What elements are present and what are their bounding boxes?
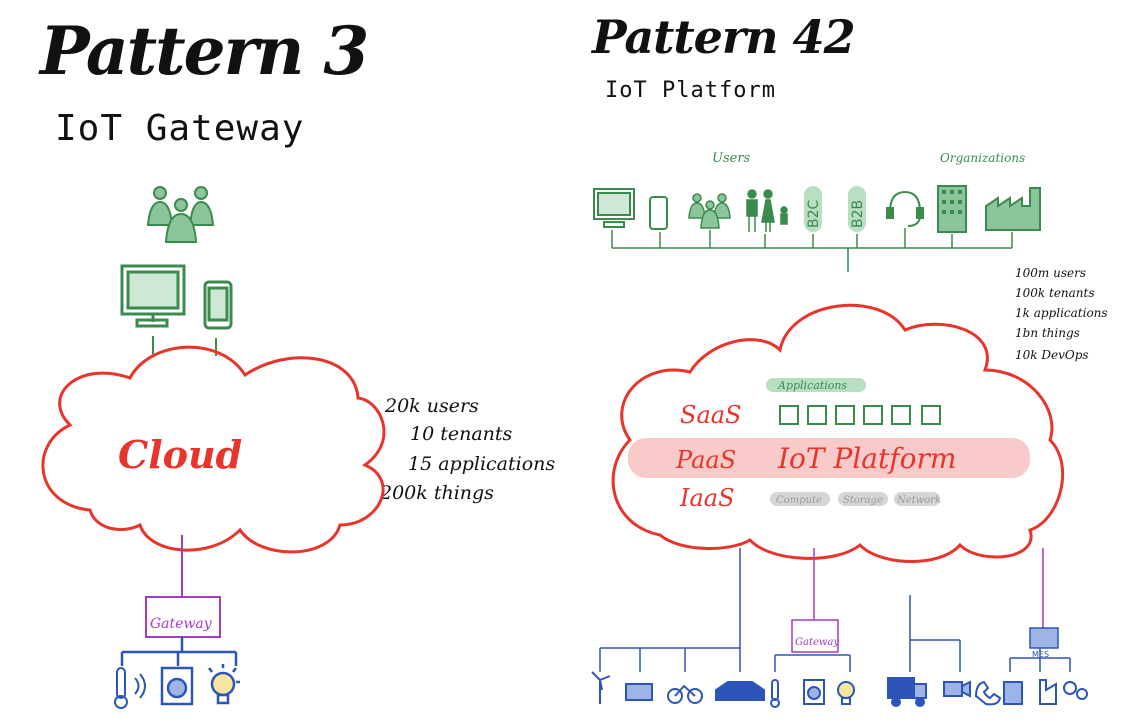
bottom-connections xyxy=(599,548,1071,672)
mes-label: MES xyxy=(1032,650,1049,659)
iaas-network: Network xyxy=(896,495,941,506)
family-icon xyxy=(746,189,788,232)
right-users-group-icon xyxy=(688,193,731,229)
b2b-label: B2B xyxy=(850,200,866,228)
iaas-storage: Storage xyxy=(843,495,883,506)
phone-icon xyxy=(203,280,233,330)
telephone-icon xyxy=(974,680,1002,706)
stat-applications: 1k applications xyxy=(1015,306,1108,320)
car-icon xyxy=(715,681,765,701)
headset-icon xyxy=(886,190,924,227)
right-monitor-icon xyxy=(593,188,635,228)
wind-turbine-icon xyxy=(591,671,611,704)
b2b-label-group: B2B xyxy=(848,186,866,232)
stat-things: 1bn things xyxy=(1015,326,1080,340)
app-box xyxy=(891,405,911,425)
right-cloud xyxy=(611,303,1065,563)
application-boxes xyxy=(779,405,941,425)
applications-label: Applications xyxy=(777,379,847,392)
iaas-compute: Compute xyxy=(776,495,822,506)
gateway-label: Gateway xyxy=(150,616,213,632)
solar-panel-icon xyxy=(625,683,653,701)
users-bus xyxy=(611,228,1013,272)
iaas-items: Compute Storage Network xyxy=(770,492,941,506)
iot-platform-label: IoT Platform xyxy=(777,442,956,475)
stat-tenants: 10 tenants xyxy=(410,423,513,445)
pos-terminal-icon xyxy=(1003,681,1023,705)
stat-things: 200k things xyxy=(380,482,494,504)
users-group-icon xyxy=(146,186,215,243)
right-gateway-box xyxy=(791,619,839,653)
right-washer-icon xyxy=(803,679,825,705)
right-subtitle: IoT Platform xyxy=(605,78,776,103)
building-icon xyxy=(937,185,967,233)
b2c-label: B2C xyxy=(806,199,822,228)
thermometer-icon xyxy=(114,667,146,709)
camera-icon xyxy=(943,680,971,698)
app-box xyxy=(835,405,855,425)
washer-icon xyxy=(160,666,194,706)
app-box xyxy=(807,405,827,425)
organizations-label: Organizations xyxy=(940,151,1025,165)
gears-icon xyxy=(1063,681,1088,700)
cloud-label: Cloud xyxy=(118,432,242,477)
stat-applications: 15 applications xyxy=(408,453,556,475)
lightbulb-icon xyxy=(208,664,240,705)
stat-devops: 10k DevOps xyxy=(1015,348,1089,362)
paas-label: PaaS xyxy=(675,446,736,474)
monitor-icon xyxy=(120,264,186,328)
left-cloud xyxy=(41,345,386,554)
device-tree xyxy=(120,637,238,666)
iaas-label: IaaS xyxy=(679,484,735,512)
right-gateway-label: Gateway xyxy=(795,637,839,648)
left-subtitle: IoT Gateway xyxy=(55,108,305,149)
left-title: Pattern 3 xyxy=(40,12,369,90)
stat-users: 100m users xyxy=(1015,266,1086,280)
paas-highlight xyxy=(628,438,1030,478)
app-box xyxy=(863,405,883,425)
stat-tenants: 100k tenants xyxy=(1015,286,1095,300)
gateway-connections xyxy=(813,548,1044,628)
bicycle-icon xyxy=(667,684,703,704)
saas-label: SaaS xyxy=(680,401,742,429)
right-thermometer-icon xyxy=(770,679,780,708)
stat-users: 20k users xyxy=(385,395,479,417)
truck-icon xyxy=(887,677,927,707)
industrial-plant-icon xyxy=(1039,679,1057,705)
right-title: Pattern 42 xyxy=(592,10,856,64)
b2c-label-group: B2C xyxy=(804,186,822,232)
users-label: Users xyxy=(712,151,751,166)
app-box xyxy=(779,405,799,425)
mes-box xyxy=(1029,627,1059,649)
factory-icon xyxy=(985,187,1041,231)
app-box xyxy=(921,405,941,425)
right-lightbulb-icon xyxy=(837,681,855,705)
right-phone-icon xyxy=(649,196,668,230)
